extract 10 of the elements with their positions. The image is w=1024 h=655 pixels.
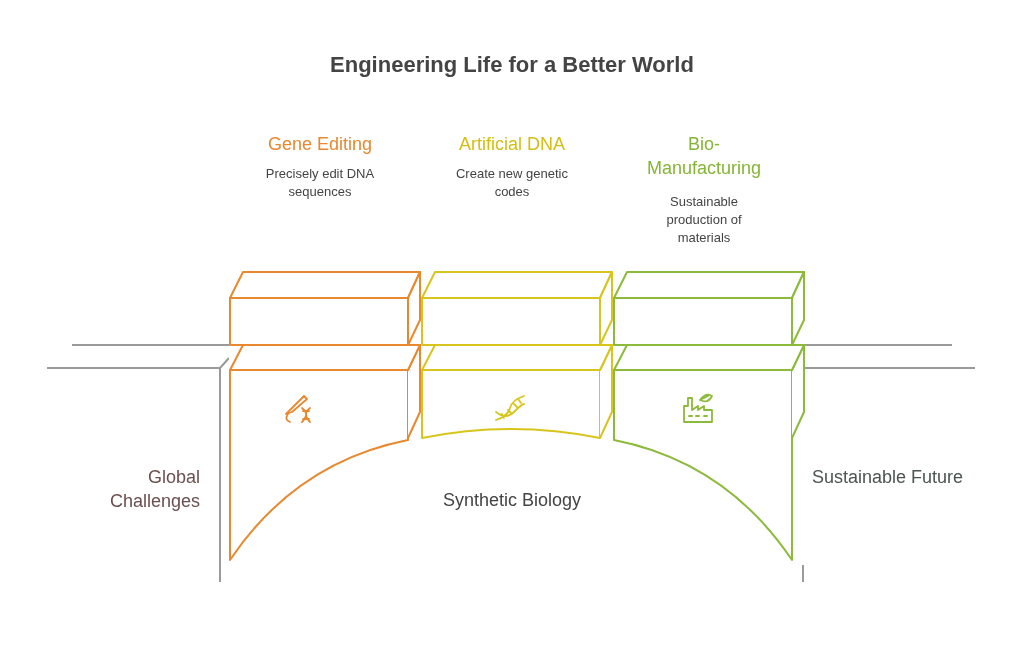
segment-heading: Artificial DNA — [458, 133, 566, 156]
side-label: Global Challenges — [108, 466, 200, 513]
segment-description: Create new genetic codes — [455, 165, 569, 201]
title: Engineering Life for a Better World — [329, 52, 695, 78]
side-label: Sustainable Future — [812, 466, 965, 489]
segment-heading: Gene Editing — [266, 133, 374, 156]
segment-description: Sustainable production of materials — [665, 193, 743, 247]
segment-heading: Bio-Manufacturing — [645, 133, 763, 180]
center-label: Synthetic Biology — [441, 489, 583, 512]
segment-description: Precisely edit DNA sequences — [264, 165, 376, 201]
